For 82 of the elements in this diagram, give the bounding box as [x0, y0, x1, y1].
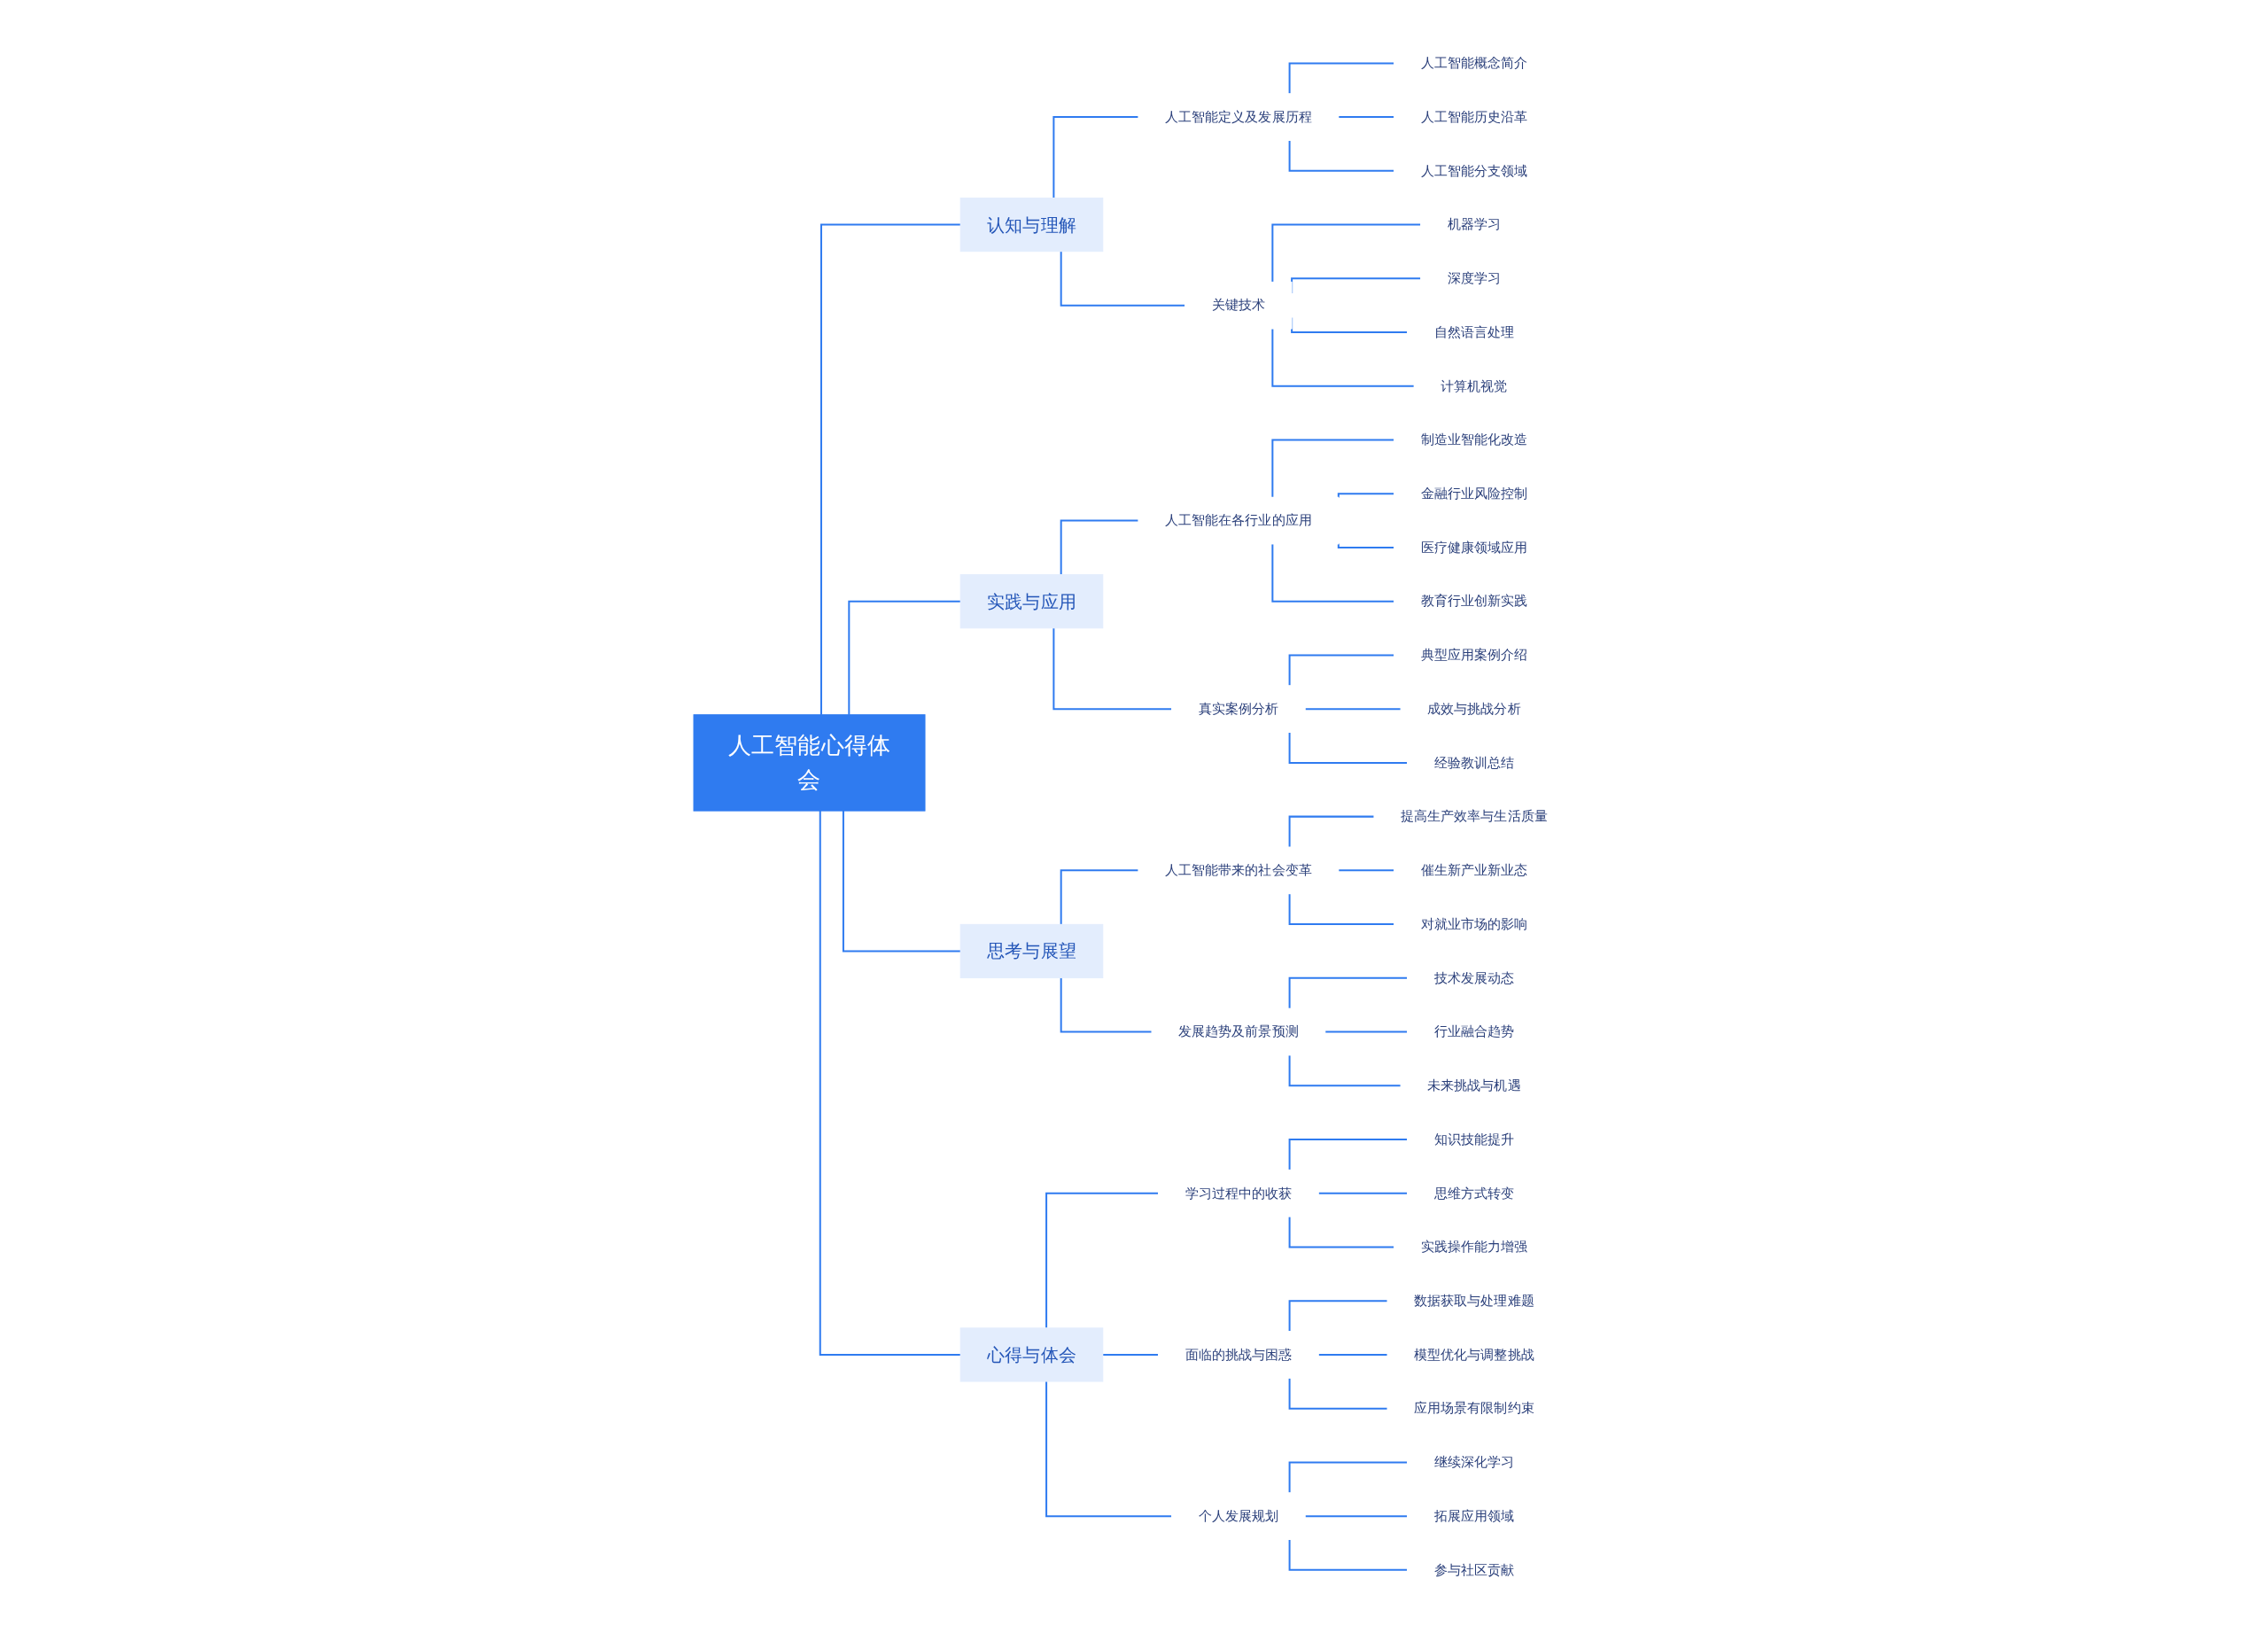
- connector: [1288, 893, 1394, 925]
- node-text: 行业融合趋势: [1433, 1023, 1515, 1040]
- connector: [1288, 654, 1394, 686]
- node-text: 教育行业创新实践: [1420, 593, 1528, 610]
- node-text: 拓展应用领域: [1433, 1507, 1515, 1524]
- node-text: 制造业智能化改造: [1420, 432, 1528, 448]
- connector: [1288, 1216, 1394, 1248]
- node-text: 提高生产效率与生活质量: [1401, 808, 1548, 825]
- connector: [1288, 976, 1408, 1009]
- node-text: 思维方式转变: [1433, 1185, 1515, 1201]
- connector: [1045, 1192, 1159, 1328]
- connector: [1060, 869, 1138, 925]
- connector: [1288, 62, 1394, 94]
- node-box: 认知与理解: [959, 197, 1104, 253]
- connector: [1337, 869, 1394, 872]
- node-box: 人工智能心得体会: [693, 714, 926, 812]
- connector: [1317, 1353, 1388, 1356]
- connector: [843, 811, 961, 953]
- node-text: 经验教训总结: [1433, 754, 1515, 771]
- node-text: 参与社区贡献: [1433, 1561, 1515, 1578]
- connector: [1288, 1461, 1408, 1493]
- node-text: 金融行业风险控制: [1420, 485, 1528, 502]
- node-text: 机器学习: [1447, 216, 1502, 233]
- connector: [1060, 519, 1138, 575]
- node-text: 个人发展规划: [1198, 1507, 1279, 1524]
- node-text: 模型优化与调整挑战: [1414, 1346, 1534, 1363]
- connector: [820, 223, 961, 715]
- node-text: 人工智能带来的社会变革: [1165, 861, 1312, 879]
- connector: [1337, 116, 1394, 118]
- connector: [1288, 815, 1375, 847]
- node-text: 应用场景有限制约束: [1414, 1400, 1534, 1417]
- node-text: 对就业市场的影响: [1420, 915, 1528, 932]
- node-box: 心得与体会: [959, 1327, 1104, 1382]
- node-text: 实践操作能力增强: [1420, 1239, 1528, 1256]
- node-text: 深度学习: [1447, 269, 1502, 286]
- connector: [1288, 732, 1408, 764]
- node-text: 人工智能历史沿革: [1420, 108, 1528, 125]
- node-text: 真实案例分析: [1198, 700, 1279, 717]
- connector: [1304, 1515, 1408, 1517]
- node-text: 人工智能分支领域: [1420, 162, 1528, 179]
- connector: [1052, 627, 1172, 711]
- connector: [1288, 1378, 1388, 1410]
- node-text: 自然语言处理: [1433, 323, 1515, 340]
- connector: [1045, 1380, 1172, 1517]
- connector: [1337, 543, 1394, 548]
- connector: [1304, 708, 1402, 711]
- node-text: 人工智能概念简介: [1420, 54, 1528, 72]
- node-text: 学习过程中的收获: [1184, 1185, 1293, 1201]
- connector: [1288, 1539, 1408, 1571]
- connector: [819, 811, 961, 1356]
- node-text: 继续深化学习: [1433, 1453, 1515, 1471]
- connector: [1337, 493, 1394, 498]
- connector: [848, 600, 961, 715]
- node-text: 发展趋势及前景预测: [1178, 1023, 1299, 1040]
- node-text: 成效与挑战分析: [1427, 700, 1521, 717]
- connector: [1271, 223, 1421, 283]
- connector: [1271, 328, 1415, 387]
- node-box: 实践与应用: [959, 573, 1104, 629]
- node-text: 技术发展动态: [1433, 969, 1515, 986]
- node-text: 数据获取与处理难题: [1414, 1292, 1534, 1309]
- connector: [1288, 1138, 1408, 1170]
- node-text: 面临的挑战与困惑: [1184, 1346, 1293, 1363]
- node-text: 计算机视觉: [1441, 377, 1508, 394]
- connector: [1288, 140, 1394, 172]
- node-text: 未来挑战与机遇: [1427, 1077, 1521, 1093]
- node-text: 人工智能定义及发展历程: [1165, 108, 1312, 125]
- node-text: 人工智能在各行业的应用: [1165, 512, 1312, 529]
- node-text: 催生新产业新业态: [1420, 861, 1528, 879]
- connector: [1317, 1192, 1408, 1194]
- node-text: 典型应用案例介绍: [1420, 647, 1528, 664]
- node-box: 思考与展望: [959, 923, 1104, 978]
- connector: [1324, 1030, 1408, 1033]
- node-text: 知识技能提升: [1433, 1131, 1515, 1147]
- connector: [1101, 1353, 1159, 1356]
- connector: [1052, 116, 1138, 198]
- connector: [1288, 1300, 1388, 1332]
- connector: [1060, 251, 1185, 307]
- connector: [1060, 977, 1153, 1033]
- connector: [1271, 439, 1394, 498]
- node-text: 医疗健康领域应用: [1420, 539, 1528, 556]
- connector: [1288, 1054, 1402, 1087]
- connector: [1271, 543, 1394, 603]
